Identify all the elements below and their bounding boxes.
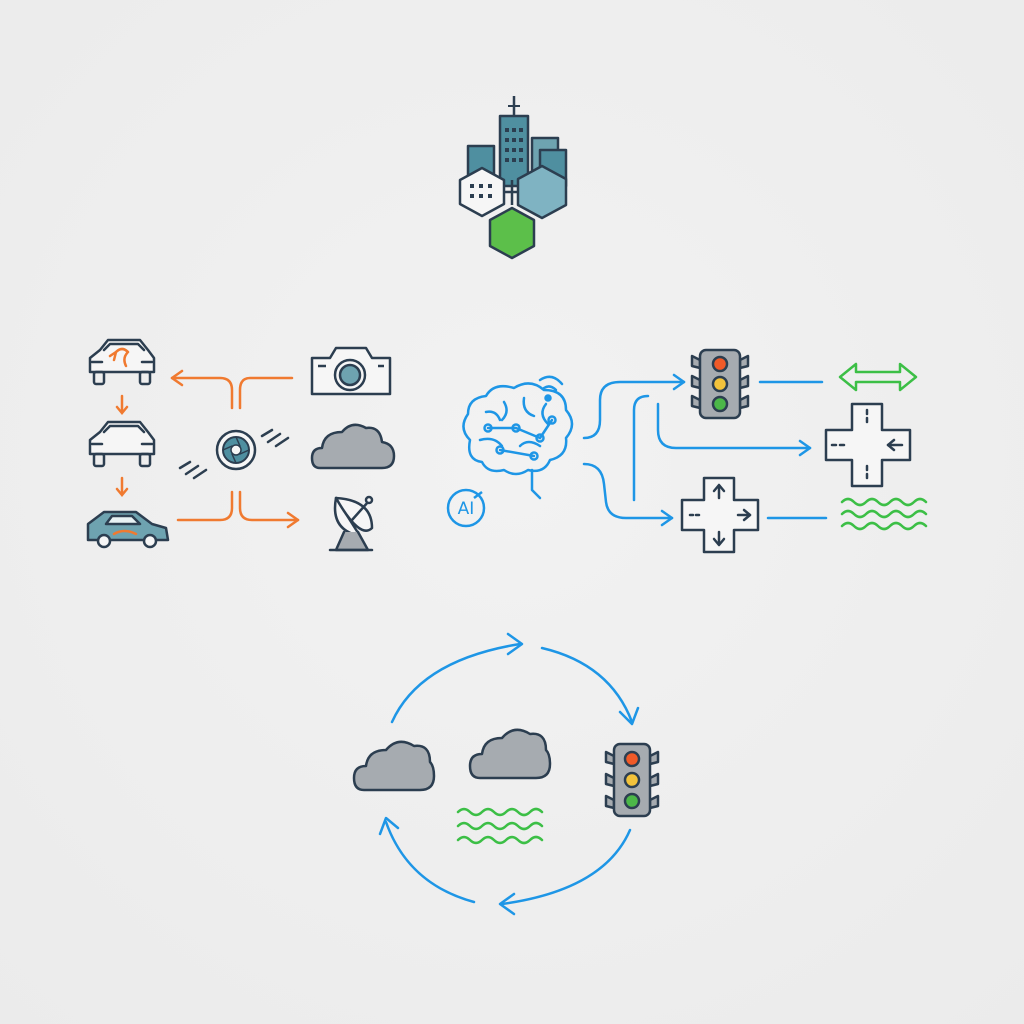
- waves-icon: [456, 807, 544, 845]
- traffic-light-icon: [690, 348, 750, 420]
- satellite-dish-icon: [328, 495, 374, 552]
- double-arrow-icon: [838, 362, 918, 392]
- smart-city-icon: [458, 96, 568, 260]
- car-icon: [88, 420, 156, 468]
- data-flow-arrows: [170, 369, 300, 529]
- cloud-icon: [468, 728, 552, 780]
- wireless-signal-icon: [538, 375, 564, 402]
- intersection-icon: [824, 402, 912, 488]
- control-flow-arrows: [582, 373, 828, 527]
- cloud-icon: [352, 740, 436, 792]
- intersection-icon: [680, 476, 760, 554]
- electric-car-icon: [86, 510, 170, 549]
- car-icon: [88, 338, 156, 386]
- down-arrow-icon: [115, 394, 129, 415]
- down-arrow-icon: [115, 476, 129, 497]
- feedback-cycle-icon: [378, 632, 640, 916]
- lens-sensor-icon: [178, 428, 290, 480]
- ai-brain-icon: [462, 382, 574, 500]
- traffic-light-icon: [604, 742, 660, 818]
- waves-icon: [840, 497, 928, 531]
- cloud-icon: [310, 423, 396, 470]
- ai-badge-label: AI: [458, 499, 475, 519]
- ai-badge: AI: [446, 488, 486, 528]
- camera-icon: [310, 346, 392, 396]
